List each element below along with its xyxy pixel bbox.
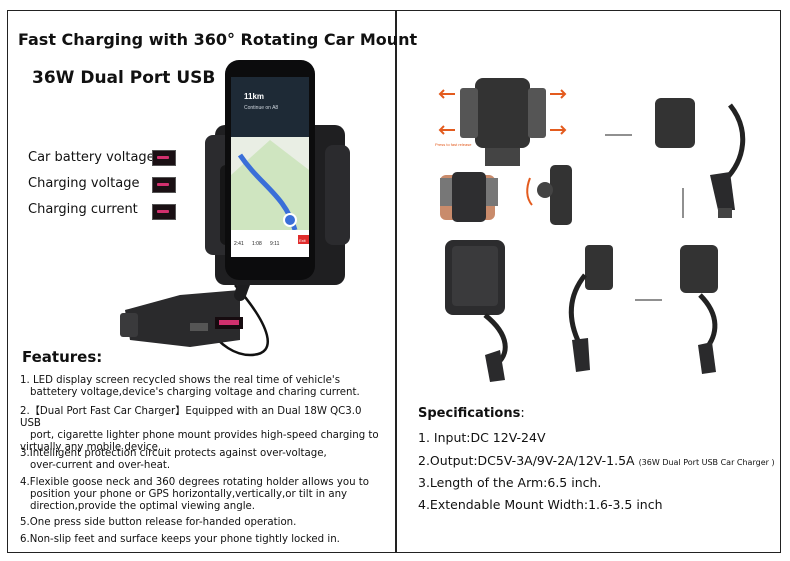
page-title: Fast Charging with 360° Rotating Car Mou… [18, 30, 418, 49]
mount-side-view-icon [568, 245, 613, 372]
spec-item: 1. Input:DC 12V-24V [418, 430, 546, 445]
column-divider [395, 10, 397, 553]
lcd-display-icon [152, 204, 176, 220]
nav-stat: 9:11 [270, 241, 280, 247]
feature-line: 6.Non-slip feet and surface keeps your p… [20, 534, 340, 545]
nav-stat: 2:41 [234, 241, 244, 247]
spec-item: 3.Length of the Arm:6.5 inch. [418, 475, 602, 490]
feature-item: 2.【Dual Port Fast Car Charger】Equipped w… [20, 406, 380, 454]
holder-front-icon: Press to fast release [435, 78, 567, 166]
nav-street: Continue on A8 [244, 105, 278, 111]
feature-line: battetery voltage,device's charging volt… [30, 387, 360, 398]
meter-label: Charging current [28, 202, 138, 217]
rotating-holder-icon [526, 165, 572, 225]
product-views: Press to fast release [435, 78, 746, 382]
feature-line: position your phone or GPS horizontally,… [30, 489, 348, 500]
feature-line: 5.One press side button release for-hand… [20, 517, 297, 528]
spec-note: (36W Dual Port USB Car Charger ) [638, 458, 775, 467]
feature-item: 4.Flexible goose neck and 360 degrees ro… [20, 477, 380, 513]
spec-text: 2.Output:DC5V-3A/9V-2A/12V-1.5A [418, 453, 635, 468]
features-heading: Features: [22, 348, 103, 366]
product-subtitle: 36W Dual Port USB [32, 68, 216, 88]
feature-item: 1. LED display screen recycled shows the… [20, 375, 380, 399]
meter-label: Car battery voltage [28, 150, 155, 165]
feature-line: 2.【Dual Port Fast Car Charger】Equipped w… [20, 406, 362, 429]
feature-line: over-current and over-heat. [30, 460, 171, 471]
feature-line: 4.Flexible goose neck and 360 degrees ro… [20, 477, 370, 488]
specifications-heading: Specifications: [418, 406, 525, 421]
spec-item: 2.Output:DC5V-3A/9V-2A/12V-1.5A (36W Dua… [418, 453, 775, 468]
meter-charging-current: Charging current [28, 202, 138, 217]
meter-car-battery: Car battery voltage [28, 150, 155, 165]
nav-distance: 11km [244, 92, 264, 101]
car-mount-illustration: 11km Continue on A8 2:41 1:08 9:11 Exit [120, 60, 350, 357]
spec-heading-colon: : [520, 406, 525, 421]
feature-line: direction,provide the optimal viewing an… [30, 501, 256, 512]
cigarette-plug-icon [120, 290, 243, 347]
annotation-text: Press to fast release [435, 142, 472, 147]
phone-icon: 11km Continue on A8 2:41 1:08 9:11 Exit [225, 60, 315, 280]
lcd-display-icon [152, 150, 176, 166]
hand-release-icon [440, 172, 498, 222]
feature-item: 5.One press side button release for-hand… [20, 517, 380, 529]
gooseneck-mount-icon [655, 98, 746, 218]
lcd-display-icon [152, 177, 176, 193]
nav-exit-button: Exit [299, 238, 307, 243]
page-frame [7, 10, 781, 553]
mount-front-view-icon [445, 240, 508, 382]
feature-line: virtually any mobile device. [20, 442, 162, 453]
feature-line: 3.Intelligent protection circuit protect… [20, 448, 327, 459]
meter-label: Charging voltage [28, 176, 140, 191]
feature-item: 6.Non-slip feet and surface keeps your p… [20, 534, 380, 546]
feature-item: 3.Intelligent protection circuit protect… [20, 448, 380, 472]
feature-line: 1. LED display screen recycled shows the… [20, 375, 341, 386]
nav-stat: 1:08 [252, 241, 262, 247]
spec-item: 4.Extendable Mount Width:1.6-3.5 inch [418, 497, 663, 512]
feature-line: port, cigarette lighter phone mount prov… [30, 430, 379, 441]
meter-charging-voltage: Charging voltage [28, 176, 139, 191]
mount-tilted-view-icon [680, 245, 718, 374]
spec-heading-text: Specifications [418, 406, 521, 421]
